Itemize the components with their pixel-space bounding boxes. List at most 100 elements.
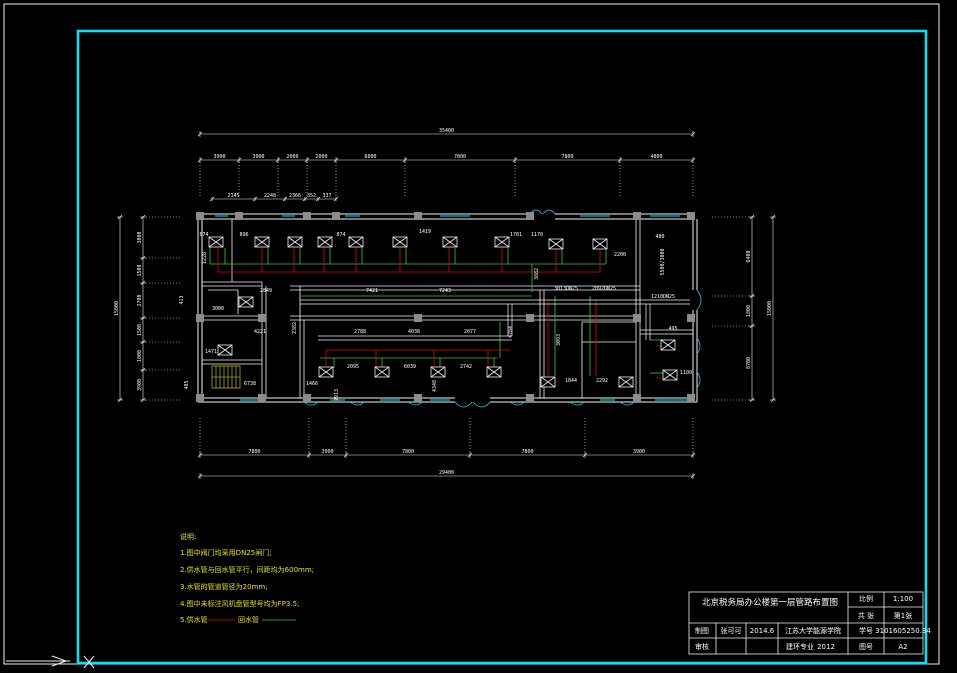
dim-slash [690, 131, 696, 137]
dim-slash [467, 452, 473, 458]
supply-pipes [217, 248, 664, 379]
dim-label: 352 [307, 193, 316, 199]
dim-label: 7800 [402, 449, 414, 455]
fan-coil-units [208, 236, 678, 388]
column [526, 314, 534, 322]
dim-slash [402, 157, 408, 163]
fan-coil-unit [317, 236, 333, 248]
dim-slash [197, 157, 203, 163]
department-year: 2012 [817, 643, 835, 651]
dim-label: 7800 [248, 449, 260, 455]
fan-coil-unit [486, 366, 502, 378]
dim-slash [197, 131, 203, 137]
plan-dim-label: 2292 [596, 378, 608, 384]
plan-dim-label: 3882 [534, 268, 540, 280]
plan-dim-label: 4221 [254, 329, 266, 335]
column [414, 314, 422, 322]
drawing-number-label: 图号 [859, 643, 873, 651]
dim-label: 8700 [746, 357, 752, 369]
department: 建环专业 [786, 642, 814, 651]
plan-dim-label: 1100 [680, 370, 692, 376]
dim-label: 1500 [137, 264, 143, 276]
plan-dim-label: 6039 [404, 364, 416, 370]
dim-slash [282, 196, 288, 202]
dim-slash [236, 157, 242, 163]
dim-slash [617, 157, 623, 163]
dimension-lines [117, 131, 776, 479]
plan-dim-label: 2892DN25 [592, 286, 616, 292]
plan-dim-label: 413 [179, 295, 185, 304]
dim-label: 35400 [439, 128, 454, 134]
dim-label: 2248 [264, 193, 276, 199]
dim-slash [209, 196, 215, 202]
return-legend-label: 回水管 [238, 615, 259, 624]
dim-label: 3900 [252, 154, 264, 160]
dim-label: 2000 [315, 154, 327, 160]
plan-dim-label: 4348 [432, 380, 438, 392]
notes-block: 说明: 1.图中阀门均采用DN25闸门; 2.供水管与回水管平行，间距均为600… [180, 532, 314, 624]
plan-dim-label: 495 [668, 326, 677, 332]
plan-dim-label: 874 [199, 232, 208, 238]
fan-coil-unit [287, 236, 303, 248]
note-2: 2.供水管与回水管平行，间距均为600mm; [180, 565, 314, 574]
column [332, 212, 340, 220]
dim-label: 29400 [439, 470, 454, 476]
sheet-number: 第1张 [894, 611, 912, 620]
plan-dim-label: 1701 [510, 232, 522, 238]
dim-slash [770, 214, 776, 220]
plan-dim-label: 7243 [439, 288, 451, 294]
ucs-axis-icon [6, 655, 95, 669]
dim-slash [749, 214, 755, 220]
plan-dim-label: 3013DN25 [554, 286, 578, 292]
school-name: 江苏大学能源学院 [785, 626, 841, 635]
column [258, 394, 266, 402]
plan-dim-label: 2788 [354, 329, 366, 335]
class-value: 3101605250.34 [875, 627, 931, 635]
plan-dim-label: 1471 [205, 349, 217, 355]
dim-label: 7800 [454, 154, 466, 160]
fan-coil-unit [392, 236, 408, 248]
plan-dim-label: 7421 [366, 288, 378, 294]
fan-coil-unit [254, 236, 270, 248]
column [414, 394, 422, 402]
column [196, 394, 204, 402]
fan-coil-unit [618, 376, 634, 388]
dim-slash [140, 339, 146, 345]
dim-slash [117, 214, 123, 220]
dim-label: 3900 [137, 379, 143, 391]
dim-label: 2145 [227, 193, 239, 199]
column [258, 314, 266, 322]
dim-slash [304, 157, 310, 163]
exterior-walls [197, 213, 698, 403]
dim-label: 15000 [767, 301, 773, 316]
plan-dim-label: 6738 [244, 381, 256, 387]
column [687, 314, 695, 322]
column [303, 394, 311, 402]
column [687, 212, 695, 220]
main-trunk [300, 299, 690, 341]
fan-coil-unit [540, 376, 556, 388]
fan-coil-unit [660, 339, 676, 351]
column [633, 394, 641, 402]
dim-slash [140, 255, 146, 261]
column [633, 314, 641, 322]
plan-dim-label: 405 [184, 380, 190, 389]
dim-slash [770, 397, 776, 403]
doors-windows [303, 209, 702, 408]
plan-dim-label: 874 [336, 232, 345, 238]
plan-dim-label: 4784 [508, 326, 514, 338]
column [235, 212, 243, 220]
dim-slash [315, 196, 321, 202]
fan-coil-unit [238, 296, 254, 308]
dim-label: 4800 [650, 154, 662, 160]
drawn-label: 制图 [695, 626, 709, 635]
dim-label: 3900 [321, 449, 333, 455]
dim-label: 7800 [521, 449, 533, 455]
dim-label: 2366 [289, 193, 301, 199]
scale-label: 比例 [859, 594, 873, 603]
dim-label: 7800 [561, 154, 573, 160]
dim-slash [306, 452, 312, 458]
dim-slash [140, 315, 146, 321]
